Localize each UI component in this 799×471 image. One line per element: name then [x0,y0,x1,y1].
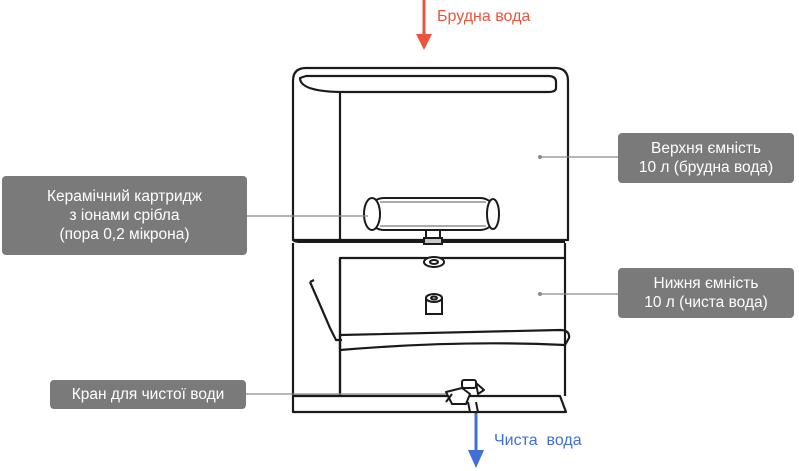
tap [445,379,485,413]
cartridge-callout-line: Керамічний картридж [46,188,203,205]
tap-callout-line: Кран для чистої води [71,386,225,403]
cartridge-callout: Керамічний картридж з іонами срібла (пор… [2,176,247,255]
leader-lines [246,156,618,395]
lower-tank-callout-line: 10 л (чиста вода) [644,294,768,311]
dirty-water-label: Брудна вода [437,8,531,25]
leader-dot-upper [538,155,542,159]
cartridge-callout-line: (пора 0,2 мікрона) [59,226,190,243]
upper-tank-callout: Верхня ємність 10 л (брудна вода) [618,133,794,183]
dirty-water-arrow [416,0,432,50]
upper-tank [291,66,570,244]
ceramic-cartridge [363,197,500,315]
clean-water-arrow [468,412,484,468]
clean-water-label: Чиста вода [494,432,582,449]
lower-tank [291,243,571,414]
lower-tank-callout-line: Нижня ємність [653,275,759,292]
leader-dot-lower [538,292,542,296]
upper-tank-callout-line: Верхня ємність [651,140,761,157]
lower-tank-callout: Нижня ємність 10 л (чиста вода) [618,268,794,318]
tap-callout: Кран для чистої води [50,380,246,409]
cartridge-callout-line: з іонами срібла [69,207,180,224]
upper-tank-callout-line: 10 л (брудна вода) [638,159,774,176]
